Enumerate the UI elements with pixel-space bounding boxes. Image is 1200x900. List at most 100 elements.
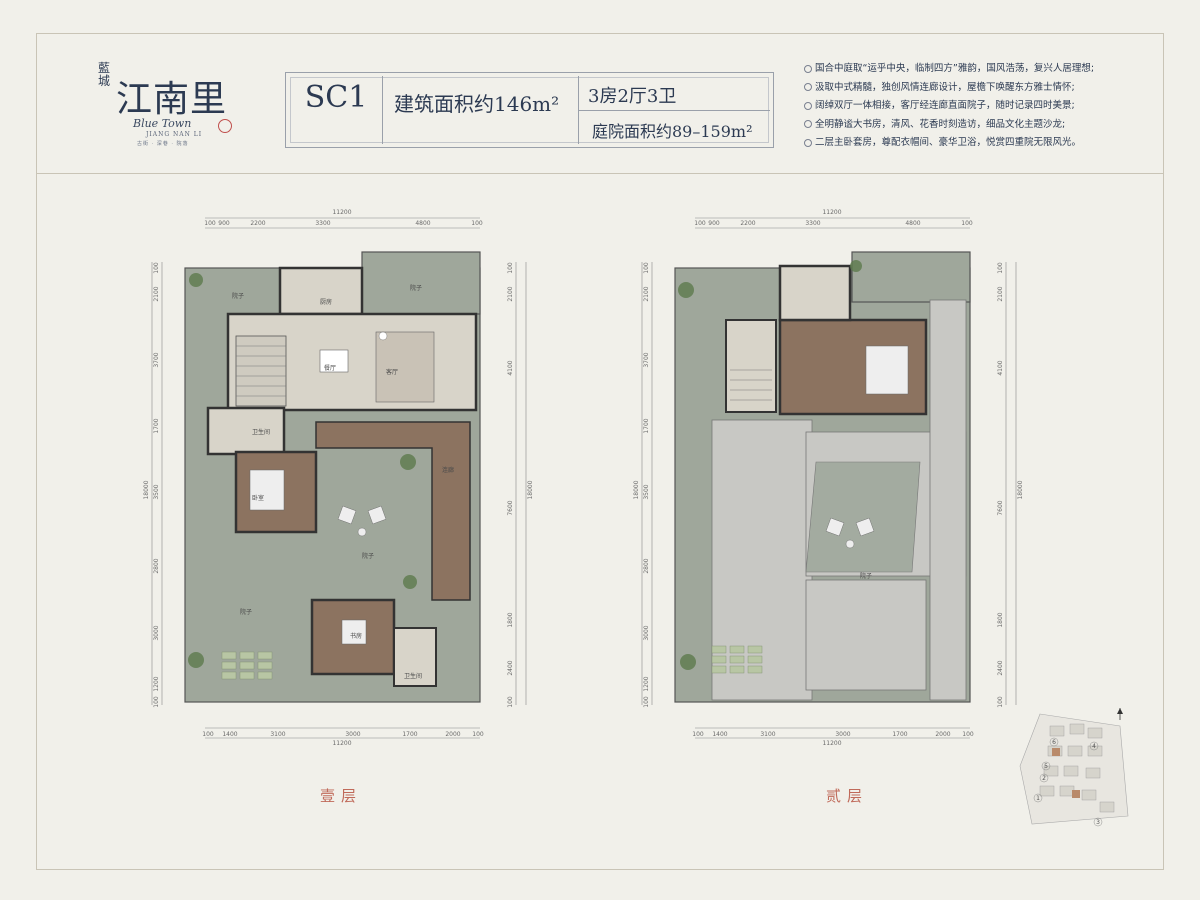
room-label: 院子: [362, 552, 374, 560]
feature-list: 国合中庭取“运乎中央，临制四方”雅韵，国风浩荡，复兴人居理想; 汲取中式精髓，独…: [804, 60, 1094, 153]
brand-english: Blue Town: [133, 117, 192, 130]
room-label: 餐厅: [324, 364, 336, 372]
dim: 3000: [153, 625, 160, 640]
brand-pinyin: JIANG NAN LI: [146, 131, 203, 138]
dim: 3300: [805, 220, 820, 227]
dim: 3700: [643, 352, 650, 367]
dim: 100: [204, 220, 216, 227]
top-dims: 100 900 2200 3300 4800 100: [204, 220, 483, 227]
header-divider: [36, 173, 1164, 174]
bullet-icon: [804, 64, 812, 73]
dim: 1400: [222, 731, 237, 738]
dim: 100: [997, 262, 1004, 274]
dim-top-total: 11200: [822, 209, 841, 216]
dim: 1200: [153, 676, 160, 691]
floor-2-label: 贰层: [826, 787, 869, 805]
dim-right-total: 18000: [1017, 480, 1024, 499]
room-label: 院子: [240, 608, 252, 616]
dim: 2800: [643, 558, 650, 573]
dim: 900: [218, 220, 230, 227]
feature-item: 全明静谧大书房，清风、花香时刻造访，细品文化主题沙龙;: [804, 116, 1094, 135]
marker-label: 4: [1092, 743, 1096, 750]
room-label: 连廊: [442, 466, 454, 474]
room-label: 厨房: [320, 298, 332, 306]
dim: 2800: [153, 558, 160, 573]
bullet-icon: [804, 101, 812, 110]
bathroom: [393, 627, 437, 687]
marker-label: 6: [1052, 739, 1056, 746]
dim-left-total: 18000: [633, 480, 640, 499]
dim: 2000: [445, 731, 460, 738]
seal-icon: [218, 119, 232, 133]
dim: 2000: [935, 731, 950, 738]
room-label: 书房: [350, 632, 362, 640]
bullet-icon: [804, 120, 812, 128]
page-frame: [36, 33, 1164, 870]
dim-bottom-total: 11200: [822, 740, 841, 747]
yard-area: 庭院面积约89–159m²: [592, 122, 753, 141]
corridor: [315, 421, 471, 601]
dim: 100: [507, 696, 514, 708]
left-dims: 100 2100 3700 1700 3500 2800 3000 1200 1…: [643, 262, 650, 708]
marker: [1039, 773, 1049, 783]
dim: 100: [961, 220, 973, 227]
dim: 3000: [835, 731, 850, 738]
dim: 2400: [507, 660, 514, 675]
dim: 100: [507, 262, 514, 274]
dim: 1700: [402, 731, 417, 738]
room-label: 客厅: [386, 368, 398, 376]
floor-1-plan: 11200 100 900 2200 3300 4800 100 18000 1…: [143, 209, 534, 747]
dim: 2200: [740, 220, 755, 227]
feature-item: 阔绰双厅一体相接，客厅经连廊直面院子，随时记录四时美景;: [804, 97, 1094, 116]
room-label: 卫生间: [252, 428, 270, 436]
roof: [711, 419, 813, 701]
dim: 3300: [315, 220, 330, 227]
marker-label: 1: [1036, 795, 1040, 802]
dim: 1800: [507, 612, 514, 627]
bullet-icon: [804, 83, 812, 91]
dim: 2400: [997, 660, 1004, 675]
room-label: 院子: [232, 292, 244, 300]
marker-label: 3: [1096, 819, 1100, 826]
unit-code: SC1: [304, 80, 368, 115]
right-dims: 100 2100 4100 7600 1800 2400 100: [507, 262, 514, 708]
bathroom: [206, 406, 286, 456]
dim: 3000: [643, 625, 650, 640]
room-label: 院子: [860, 572, 872, 580]
dim: 100: [694, 220, 706, 227]
feature-text: 二层主卧套房，尊配衣帽间、豪华卫浴，悦赏四重院无限风光。: [815, 137, 1082, 148]
dim: 4100: [997, 360, 1004, 375]
floor-1-label: 壹层: [320, 787, 363, 805]
right-dims: 100 2100 4100 7600 1800 2400 100: [997, 262, 1004, 708]
marker: [1093, 817, 1103, 827]
dim: 1700: [892, 731, 907, 738]
dim: 1400: [712, 731, 727, 738]
dim: 1700: [153, 418, 160, 433]
dim: 100: [202, 731, 214, 738]
divider: [578, 110, 770, 111]
dim: 3700: [153, 352, 160, 367]
dim: 3500: [643, 484, 650, 499]
dim: 100: [643, 262, 650, 274]
marker-label: 2: [1042, 775, 1046, 782]
dim: 100: [153, 696, 160, 708]
bottom-dims: 100 1400 3100 3000 1700 2000 100: [692, 731, 974, 738]
marker-label: 5: [1044, 763, 1048, 770]
bottom-dims: 100 1400 3100 3000 1700 2000 100: [202, 731, 484, 738]
bullet-icon: [804, 138, 812, 147]
dim-left-total: 18000: [143, 480, 150, 499]
dim: 2100: [507, 286, 514, 301]
feature-item: 汲取中式精髓，独创风情连廊设计，屋檐下唤醒东方雅士情怀;: [804, 79, 1094, 98]
roof: [805, 579, 927, 691]
brand-name: 江南里: [116, 79, 228, 120]
brand-tagline: 古街 · 深巷 · 院落: [137, 141, 189, 147]
feature-text: 全明静谧大书房，清风、花香时刻造访，细品文化主题沙龙;: [815, 118, 1066, 130]
room-label: 院子: [410, 284, 422, 292]
dim: 7600: [507, 500, 514, 515]
marker: [1041, 761, 1051, 771]
dim: 2200: [250, 220, 265, 227]
dim: 3100: [760, 731, 775, 738]
dim: 3000: [345, 731, 360, 738]
site-key-plan: 1 2 3 4 5 6: [1019, 708, 1129, 827]
marker: [1049, 737, 1059, 747]
